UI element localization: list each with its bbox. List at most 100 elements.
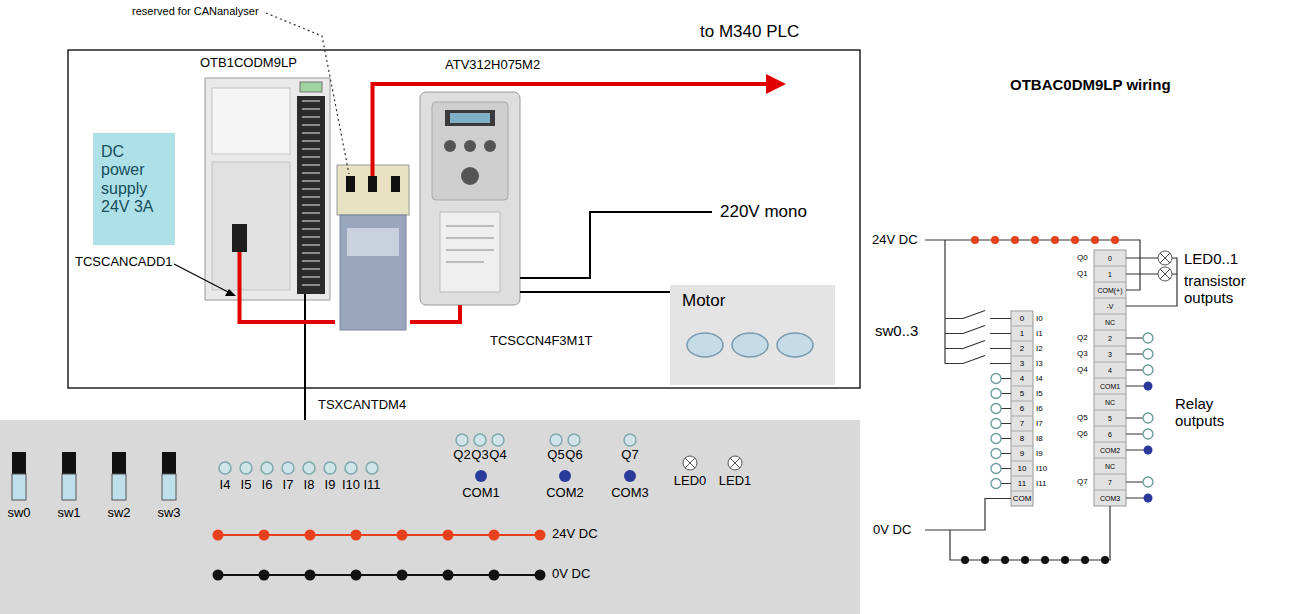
output-indicator	[1143, 333, 1153, 343]
input-indicator	[282, 462, 294, 474]
input-label: I4	[220, 478, 231, 493]
controller-image	[205, 78, 330, 300]
can-cable	[240, 74, 787, 300]
can-cable	[240, 300, 336, 322]
supply-rail	[1071, 236, 1079, 244]
pin-label: Q6	[1077, 430, 1088, 438]
input-indicator	[303, 462, 315, 474]
wiring-line	[945, 326, 1011, 334]
common-terminal	[475, 470, 487, 482]
switch-symbol	[162, 474, 176, 500]
common-terminal	[1144, 446, 1153, 455]
terminal-number: COM1	[1100, 383, 1120, 390]
led-symbol	[1158, 251, 1172, 265]
pin-label: I0	[1036, 315, 1043, 323]
common-terminal	[1144, 382, 1153, 391]
diagram-title: OTBAC0DM9LP wiring	[1010, 76, 1171, 93]
note-label: reserved for CANanalyser	[132, 5, 259, 18]
supply-rail	[305, 530, 316, 541]
terminal-number: 6	[1020, 405, 1024, 413]
output-indicator	[1143, 349, 1153, 359]
wiring-line	[925, 240, 1140, 290]
can-tap-image	[337, 165, 409, 330]
controller-image	[297, 96, 325, 294]
input-indicator	[991, 374, 1001, 384]
common-terminal	[1144, 494, 1153, 503]
supply-rail	[259, 530, 270, 541]
motor-cable	[520, 292, 670, 293]
output-indicator	[474, 434, 486, 446]
supply-rail	[489, 530, 500, 541]
supply-label: 220V mono	[720, 202, 807, 222]
switch-symbol	[62, 452, 76, 474]
controller-image	[205, 78, 330, 300]
wiring-line	[944, 240, 945, 364]
input-label: I11	[363, 478, 380, 493]
cabinet-outline	[68, 50, 860, 388]
switch-label: sw1	[57, 506, 80, 521]
supply-rail	[213, 570, 224, 581]
input-indicator	[345, 462, 357, 474]
supply-rail	[961, 236, 1119, 564]
input-label: I8	[304, 478, 315, 493]
switch-label: sw0	[7, 506, 30, 521]
terminal-number: 10	[1018, 465, 1027, 473]
pin-label: Q7	[1077, 478, 1088, 486]
wiring-line	[950, 506, 1110, 560]
supply-rail	[1081, 556, 1089, 564]
switch-symbol	[162, 452, 176, 474]
terminal-number: COM2	[1100, 447, 1120, 454]
drive-image	[440, 212, 500, 292]
supply-rail	[1031, 236, 1039, 244]
terminal-number: -V	[1107, 303, 1114, 310]
can-tap-box: TSXCANTDM4	[335, 165, 410, 330]
supply-rail	[535, 570, 546, 581]
controller-image	[300, 82, 322, 92]
supply-rail	[351, 530, 362, 541]
terminal-block	[1011, 250, 1126, 506]
supply-rail	[991, 236, 999, 244]
wiring-line	[925, 240, 1177, 560]
terminal-number: 0	[1020, 315, 1024, 323]
output-indicator	[1143, 477, 1153, 487]
switch-symbol	[112, 474, 126, 500]
input-indicator	[261, 462, 273, 474]
supply-rail	[971, 236, 979, 244]
wiring-line	[1001, 379, 1011, 484]
terminal-number: 4	[1108, 367, 1112, 374]
terminal-number: COM(+)	[1097, 287, 1122, 294]
output-label: Q7	[621, 448, 638, 463]
terminal-number: 5	[1108, 415, 1112, 422]
drive-image	[432, 102, 508, 200]
drive-image	[450, 113, 490, 123]
supply-rail	[961, 556, 969, 564]
supply-rail	[1001, 556, 1009, 564]
terminal-number: 9	[1020, 450, 1024, 458]
pin-label: I6	[1036, 405, 1043, 413]
supply-rail	[1051, 236, 1059, 244]
input-indicator	[991, 464, 1001, 474]
common-terminal	[624, 470, 636, 482]
input-label: I7	[283, 478, 294, 493]
box-text: Motor	[682, 291, 823, 311]
power-supply-box: DC power supply 24V 3A	[93, 133, 175, 245]
supply-rail	[971, 236, 1119, 244]
terminal-number: 0	[1108, 255, 1112, 262]
output-label: Q4	[489, 448, 506, 463]
supply-rail	[213, 570, 546, 581]
led-label: LED0	[674, 474, 707, 489]
terminal-number: 1	[1020, 330, 1024, 338]
pin-label: Q4	[1077, 366, 1088, 374]
supply-rail	[1061, 556, 1069, 564]
output-indicator	[492, 434, 504, 446]
arrow-label: to M340 PLC	[700, 22, 799, 42]
input-indicator	[991, 479, 1001, 489]
switch-label: sw0..3	[875, 322, 918, 339]
switch-symbol	[12, 474, 26, 500]
common-label: COM3	[611, 486, 649, 501]
leader-line	[174, 264, 230, 293]
terminal-number: 2	[1108, 335, 1112, 342]
input-indicator	[991, 374, 1001, 489]
terminal-block	[1011, 326, 1033, 491]
output-indicator	[550, 434, 562, 446]
